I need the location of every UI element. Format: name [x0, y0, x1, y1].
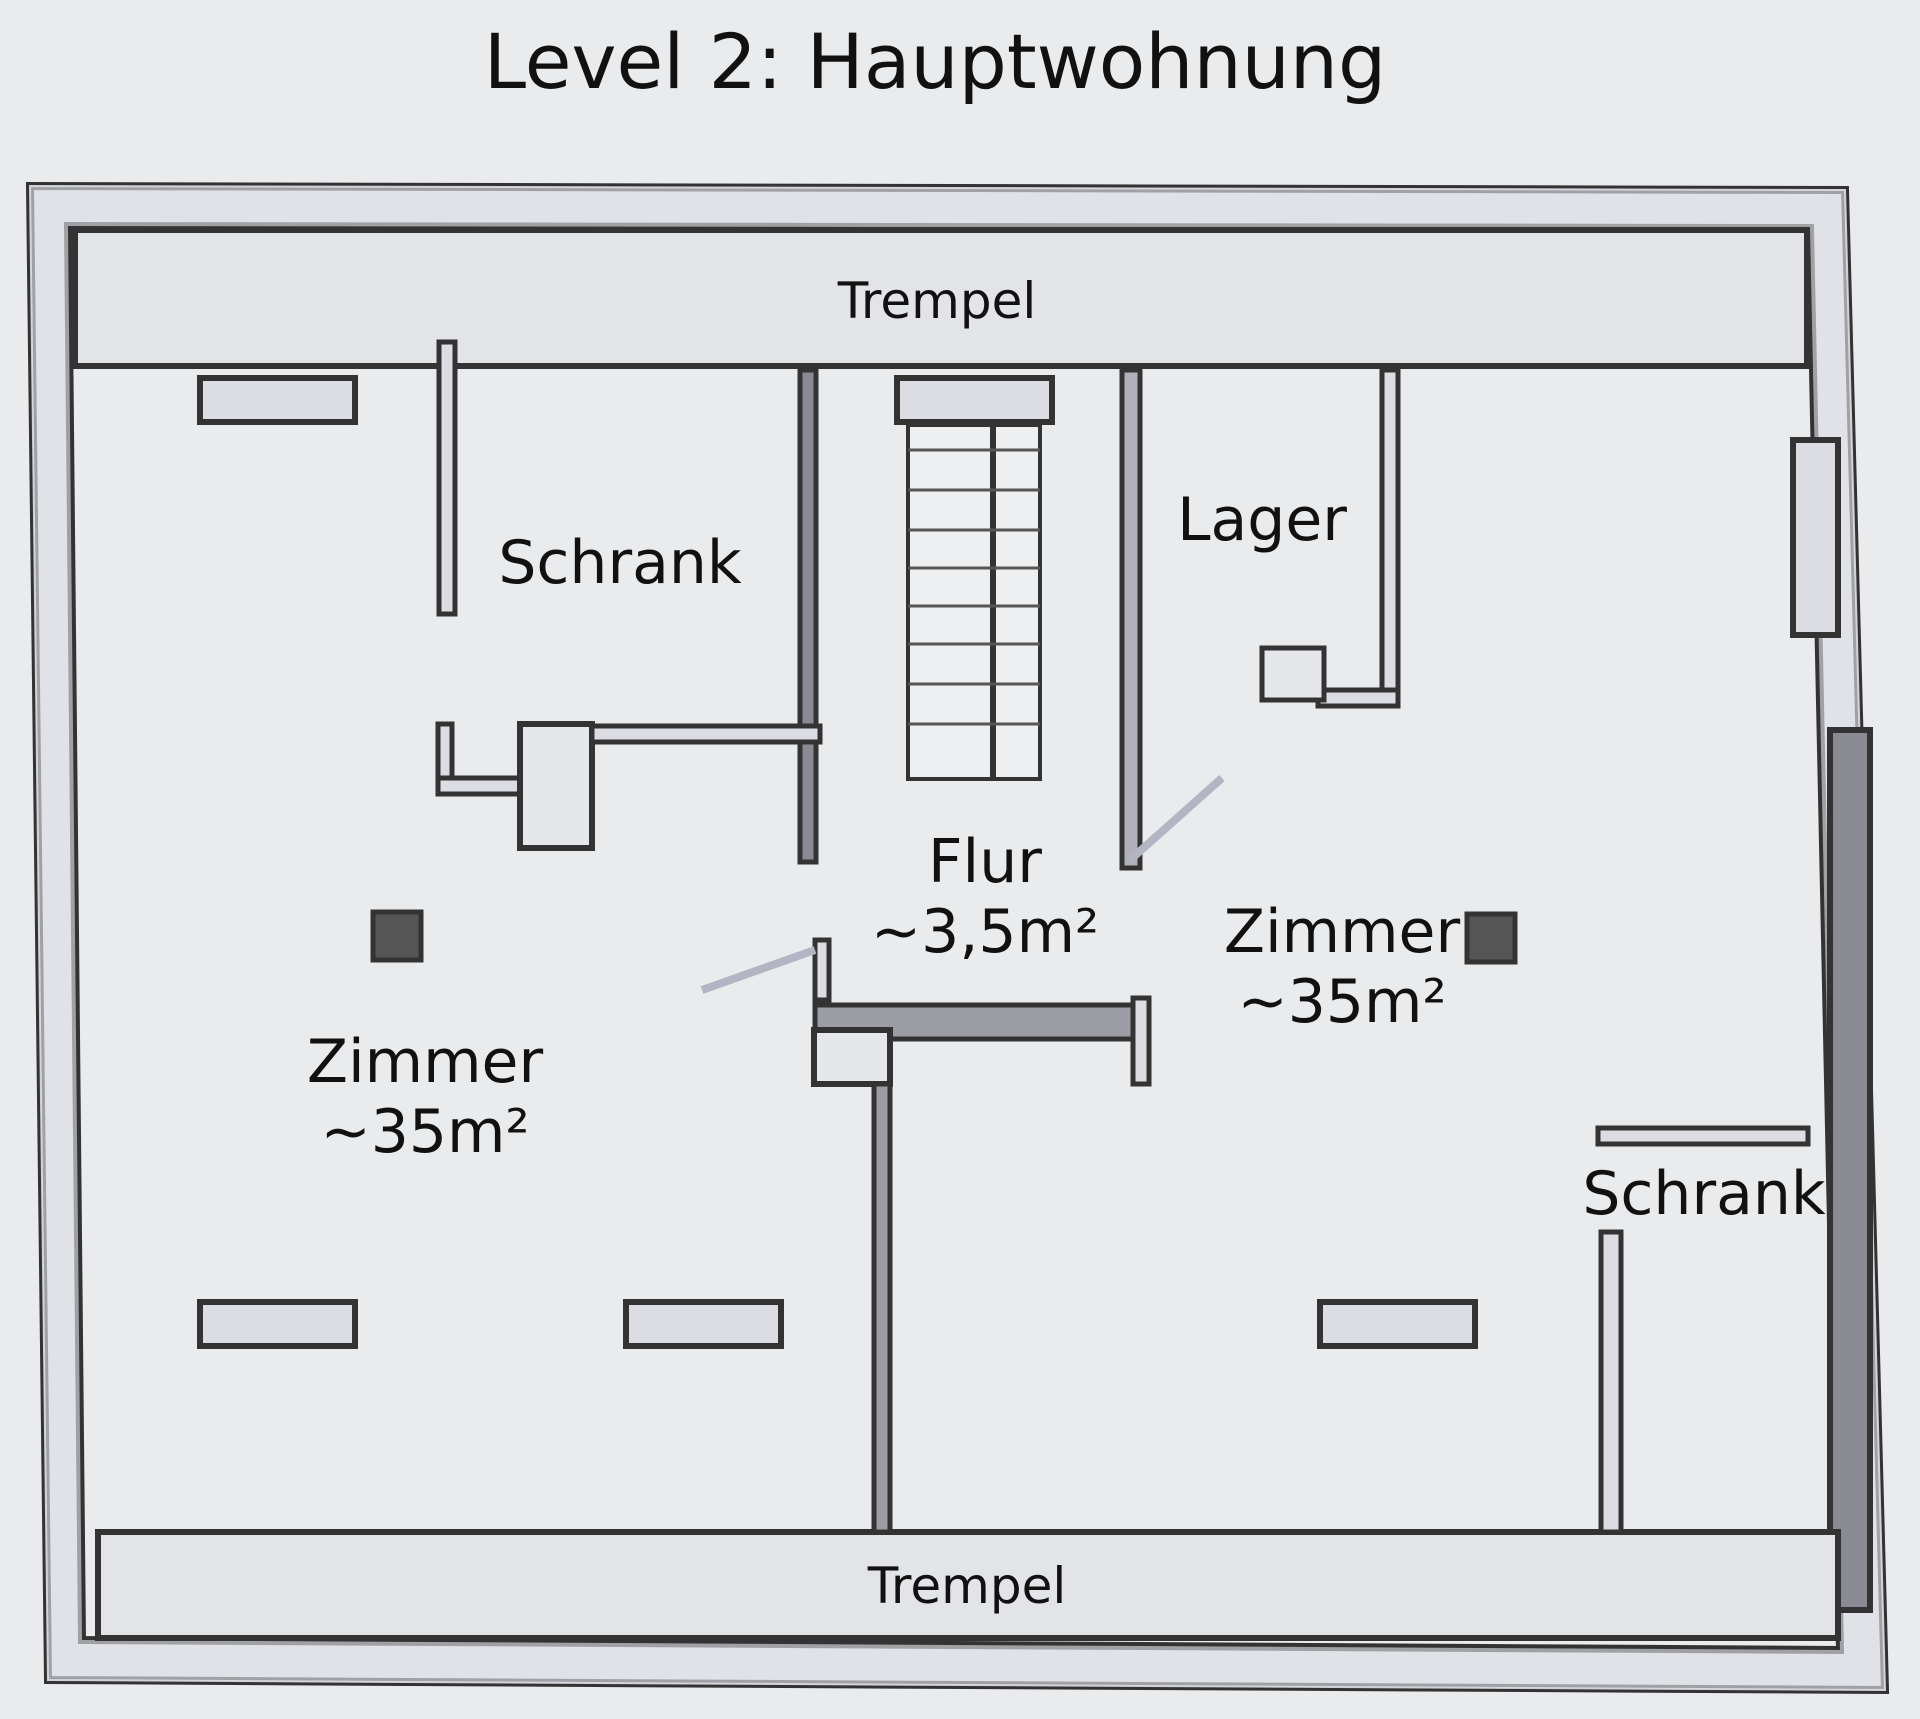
window-top-left: [197, 375, 358, 425]
room-label-flur: Flur: [928, 827, 1042, 897]
right-wall-segment: [1827, 727, 1873, 1613]
pillar-right: [1464, 911, 1518, 965]
window-bottom-left: [197, 1299, 358, 1349]
chimney-left: [517, 721, 595, 851]
room-area-flur: ~3,5m²: [871, 897, 1099, 967]
window-top-center: [894, 375, 1055, 425]
door-swing-left: [700, 946, 817, 994]
pillar-left: [370, 909, 424, 963]
chimney-center: [811, 1027, 893, 1087]
room-label-schrank-right: Schrank: [1582, 1159, 1826, 1229]
window-bottom-right: [1317, 1299, 1478, 1349]
window-right: [1790, 437, 1841, 638]
room-label-zimmer-right: Zimmer: [1224, 897, 1461, 967]
room-label-schrank-top: Schrank: [498, 528, 742, 598]
stair-wall-left: [797, 367, 819, 865]
schrank-wall-horizontal: [589, 723, 823, 745]
stair-wall-right: [1119, 367, 1143, 871]
trempel-bottom-label: Trempel: [867, 1557, 1067, 1615]
lager-wall-horizontal: [1315, 687, 1401, 709]
schrank-right-wall-vertical: [1598, 1229, 1624, 1535]
lager-wall-vertical: [1379, 367, 1401, 709]
room-label-zimmer-left: Zimmer: [307, 1027, 544, 1097]
schrank-wall-vertical: [436, 339, 458, 617]
room-label-lager: Lager: [1177, 485, 1347, 555]
window-bottom-center: [623, 1299, 784, 1349]
room-area-zimmer-right: ~35m²: [1237, 967, 1446, 1037]
flur-stub-right: [1130, 995, 1152, 1087]
trempel-top-label: Trempel: [837, 272, 1037, 330]
staircase: [906, 423, 1042, 781]
flur-stub-left: [812, 937, 832, 1003]
schrank-right-wall-horizontal: [1595, 1125, 1811, 1147]
trempel-bottom: [95, 1529, 1841, 1641]
plan-title: Level 2: Hauptwohnung: [484, 17, 1386, 106]
door-swing-right: [1127, 775, 1225, 863]
trempel-top: [72, 227, 1810, 369]
room-divider-wall: [871, 1081, 893, 1535]
lager-chimney: [1259, 645, 1327, 703]
schrank-stub-horizontal: [435, 775, 525, 797]
room-area-zimmer-left: ~35m²: [320, 1097, 529, 1167]
